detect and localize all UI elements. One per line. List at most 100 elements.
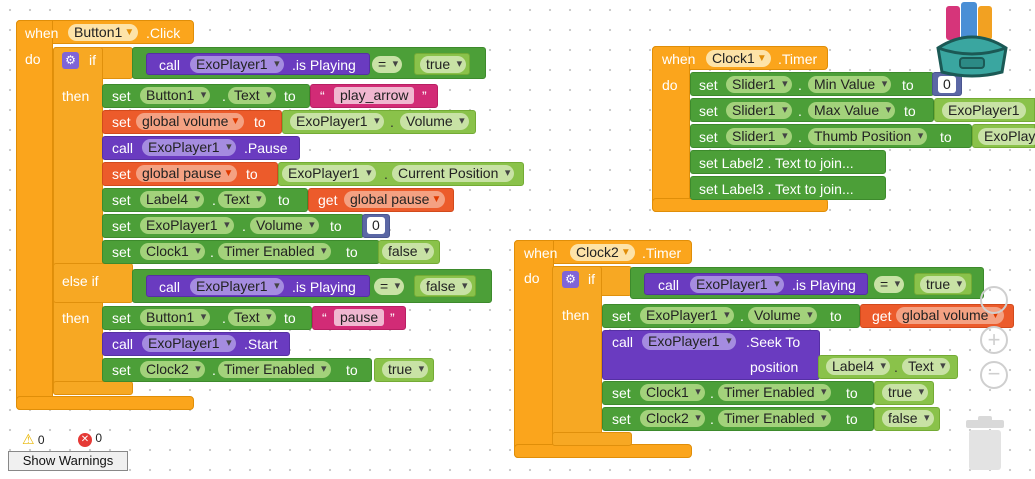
quote-open: “: [322, 310, 327, 326]
string-field[interactable]: play_arrow: [334, 87, 415, 104]
event-footer: [652, 198, 828, 212]
component-dropdown[interactable]: Slider1: [726, 76, 792, 93]
property-dropdown[interactable]: Current Position: [392, 165, 515, 182]
property-dropdown[interactable]: Timer Enabled: [218, 361, 331, 378]
variable-dropdown[interactable]: global volume: [136, 113, 245, 130]
bool-dropdown[interactable]: true: [882, 384, 929, 401]
bool-dropdown[interactable]: true: [420, 56, 467, 73]
set-label: set: [112, 192, 131, 208]
component-dropdown[interactable]: ExoPlayer1: [290, 113, 384, 130]
gear-icon[interactable]: ⚙: [562, 271, 579, 288]
component-dropdown[interactable]: Button1: [140, 87, 211, 104]
component-dropdown[interactable]: ExoPlayer1: [282, 165, 376, 182]
exoplayer-dropdown[interactable]: ExoPlayer1: [690, 276, 784, 293]
warning-count: 0: [37, 433, 45, 447]
call-label: call: [612, 334, 634, 350]
dot: .: [798, 103, 802, 119]
number-field[interactable]: 0: [938, 76, 956, 93]
show-warnings-button[interactable]: Show Warnings: [8, 451, 128, 471]
event-name: .Click: [146, 25, 181, 41]
dot: .: [390, 114, 394, 130]
component-dropdown[interactable]: ExoPlayer1: [642, 333, 736, 350]
collapsed-block-text: set Label3 . Text to join...: [699, 181, 854, 197]
bool-dropdown[interactable]: true: [382, 361, 429, 378]
component-dropdown[interactable]: Clock1: [140, 243, 205, 260]
if-block-bottom: [53, 381, 133, 395]
bool-dropdown[interactable]: true: [920, 276, 967, 293]
when-label: when: [524, 245, 558, 261]
property-dropdown[interactable]: Text: [228, 87, 276, 104]
event-name: .Timer: [778, 51, 818, 67]
component-dropdown[interactable]: Clock2: [640, 410, 705, 427]
component-dropdown[interactable]: ExoPlayer1: [142, 139, 236, 156]
param-label: position: [750, 359, 799, 375]
zoom-out-icon[interactable]: −: [980, 361, 1008, 389]
variable-dropdown[interactable]: global volume: [896, 307, 1005, 324]
property-dropdown[interactable]: Text: [218, 191, 266, 208]
operator-dropdown[interactable]: =: [372, 56, 403, 73]
get-label: get: [318, 192, 338, 208]
property-dropdown[interactable]: Thumb Position: [808, 128, 928, 145]
set-label2-block[interactable]: [690, 150, 886, 174]
property-dropdown[interactable]: Volume: [250, 217, 319, 234]
component-dropdown[interactable]: ExoPlayer1: [142, 335, 236, 352]
event-left-bar: [16, 20, 53, 410]
property-dropdown[interactable]: Text: [902, 358, 950, 375]
property-dropdown[interactable]: Timer Enabled: [718, 410, 831, 427]
if-block-bottom: [552, 432, 632, 446]
to-label: to: [254, 114, 266, 130]
component-dropdown[interactable]: Clock2: [570, 244, 635, 261]
property-dropdown[interactable]: Timer Enabled: [718, 384, 831, 401]
property-dropdown[interactable]: Min Value: [808, 76, 892, 93]
component-dropdown[interactable]: ExoPlayer1: [140, 217, 234, 234]
component-dropdown[interactable]: Button1: [140, 309, 211, 326]
trash-icon[interactable]: [964, 416, 1006, 472]
component-dropdown[interactable]: ExoPlay: [978, 128, 1035, 145]
quote-close: ”: [390, 310, 395, 326]
component-dropdown[interactable]: ExoPlayer1: [640, 307, 734, 324]
bool-dropdown[interactable]: false: [420, 278, 472, 295]
error-icon: ✕: [78, 433, 92, 447]
bool-dropdown[interactable]: false: [882, 410, 934, 427]
component-dropdown[interactable]: Slider1: [726, 102, 792, 119]
component-dropdown[interactable]: Label4: [826, 358, 891, 375]
exoplayer-dropdown[interactable]: ExoPlayer1: [190, 278, 284, 295]
operator-dropdown[interactable]: =: [874, 276, 905, 293]
variable-dropdown[interactable]: global pause: [136, 165, 238, 182]
component-dropdown[interactable]: Button1: [68, 24, 139, 41]
gear-icon[interactable]: ⚙: [62, 52, 79, 69]
component-dropdown[interactable]: Slider1: [726, 128, 792, 145]
set-label: set: [699, 129, 718, 145]
exoplayer-dropdown[interactable]: ExoPlayer1: [190, 56, 284, 73]
zoom-in-icon[interactable]: +: [980, 326, 1008, 354]
component-dropdown[interactable]: Clock1: [706, 50, 771, 67]
component-dropdown[interactable]: ExoPlayer1: [942, 102, 1026, 119]
set-label: set: [112, 310, 131, 326]
set-text-block[interactable]: [102, 188, 308, 212]
bool-dropdown[interactable]: false: [382, 243, 434, 260]
component-dropdown[interactable]: Clock2: [140, 361, 205, 378]
collapsed-block-text: set Label2 . Text to join...: [699, 155, 854, 171]
property-dropdown[interactable]: Volume: [400, 113, 469, 130]
number-field[interactable]: 0: [367, 217, 385, 234]
call-label: call: [112, 336, 134, 352]
event-left-bar: [514, 240, 554, 458]
dot: .: [384, 166, 388, 182]
component-dropdown[interactable]: Clock1: [640, 384, 705, 401]
string-field[interactable]: pause: [334, 309, 385, 326]
property-dropdown[interactable]: Text: [228, 309, 276, 326]
variable-dropdown[interactable]: global pause: [344, 191, 446, 208]
property-dropdown[interactable]: Timer Enabled: [218, 243, 331, 260]
component-dropdown[interactable]: Label4: [140, 191, 205, 208]
method-label: .is Playing: [292, 279, 356, 295]
set-label: set: [612, 385, 631, 401]
set-label: set: [112, 362, 131, 378]
event-left-bar: [652, 46, 690, 212]
operator-dropdown[interactable]: =: [374, 278, 405, 295]
property-dropdown[interactable]: Volume: [748, 307, 817, 324]
property-dropdown[interactable]: Max Value: [808, 102, 896, 119]
recenter-icon[interactable]: [980, 286, 1008, 314]
backpack-icon[interactable]: [932, 0, 1012, 78]
set-label3-block[interactable]: [690, 176, 886, 200]
call-label: call: [159, 279, 181, 295]
